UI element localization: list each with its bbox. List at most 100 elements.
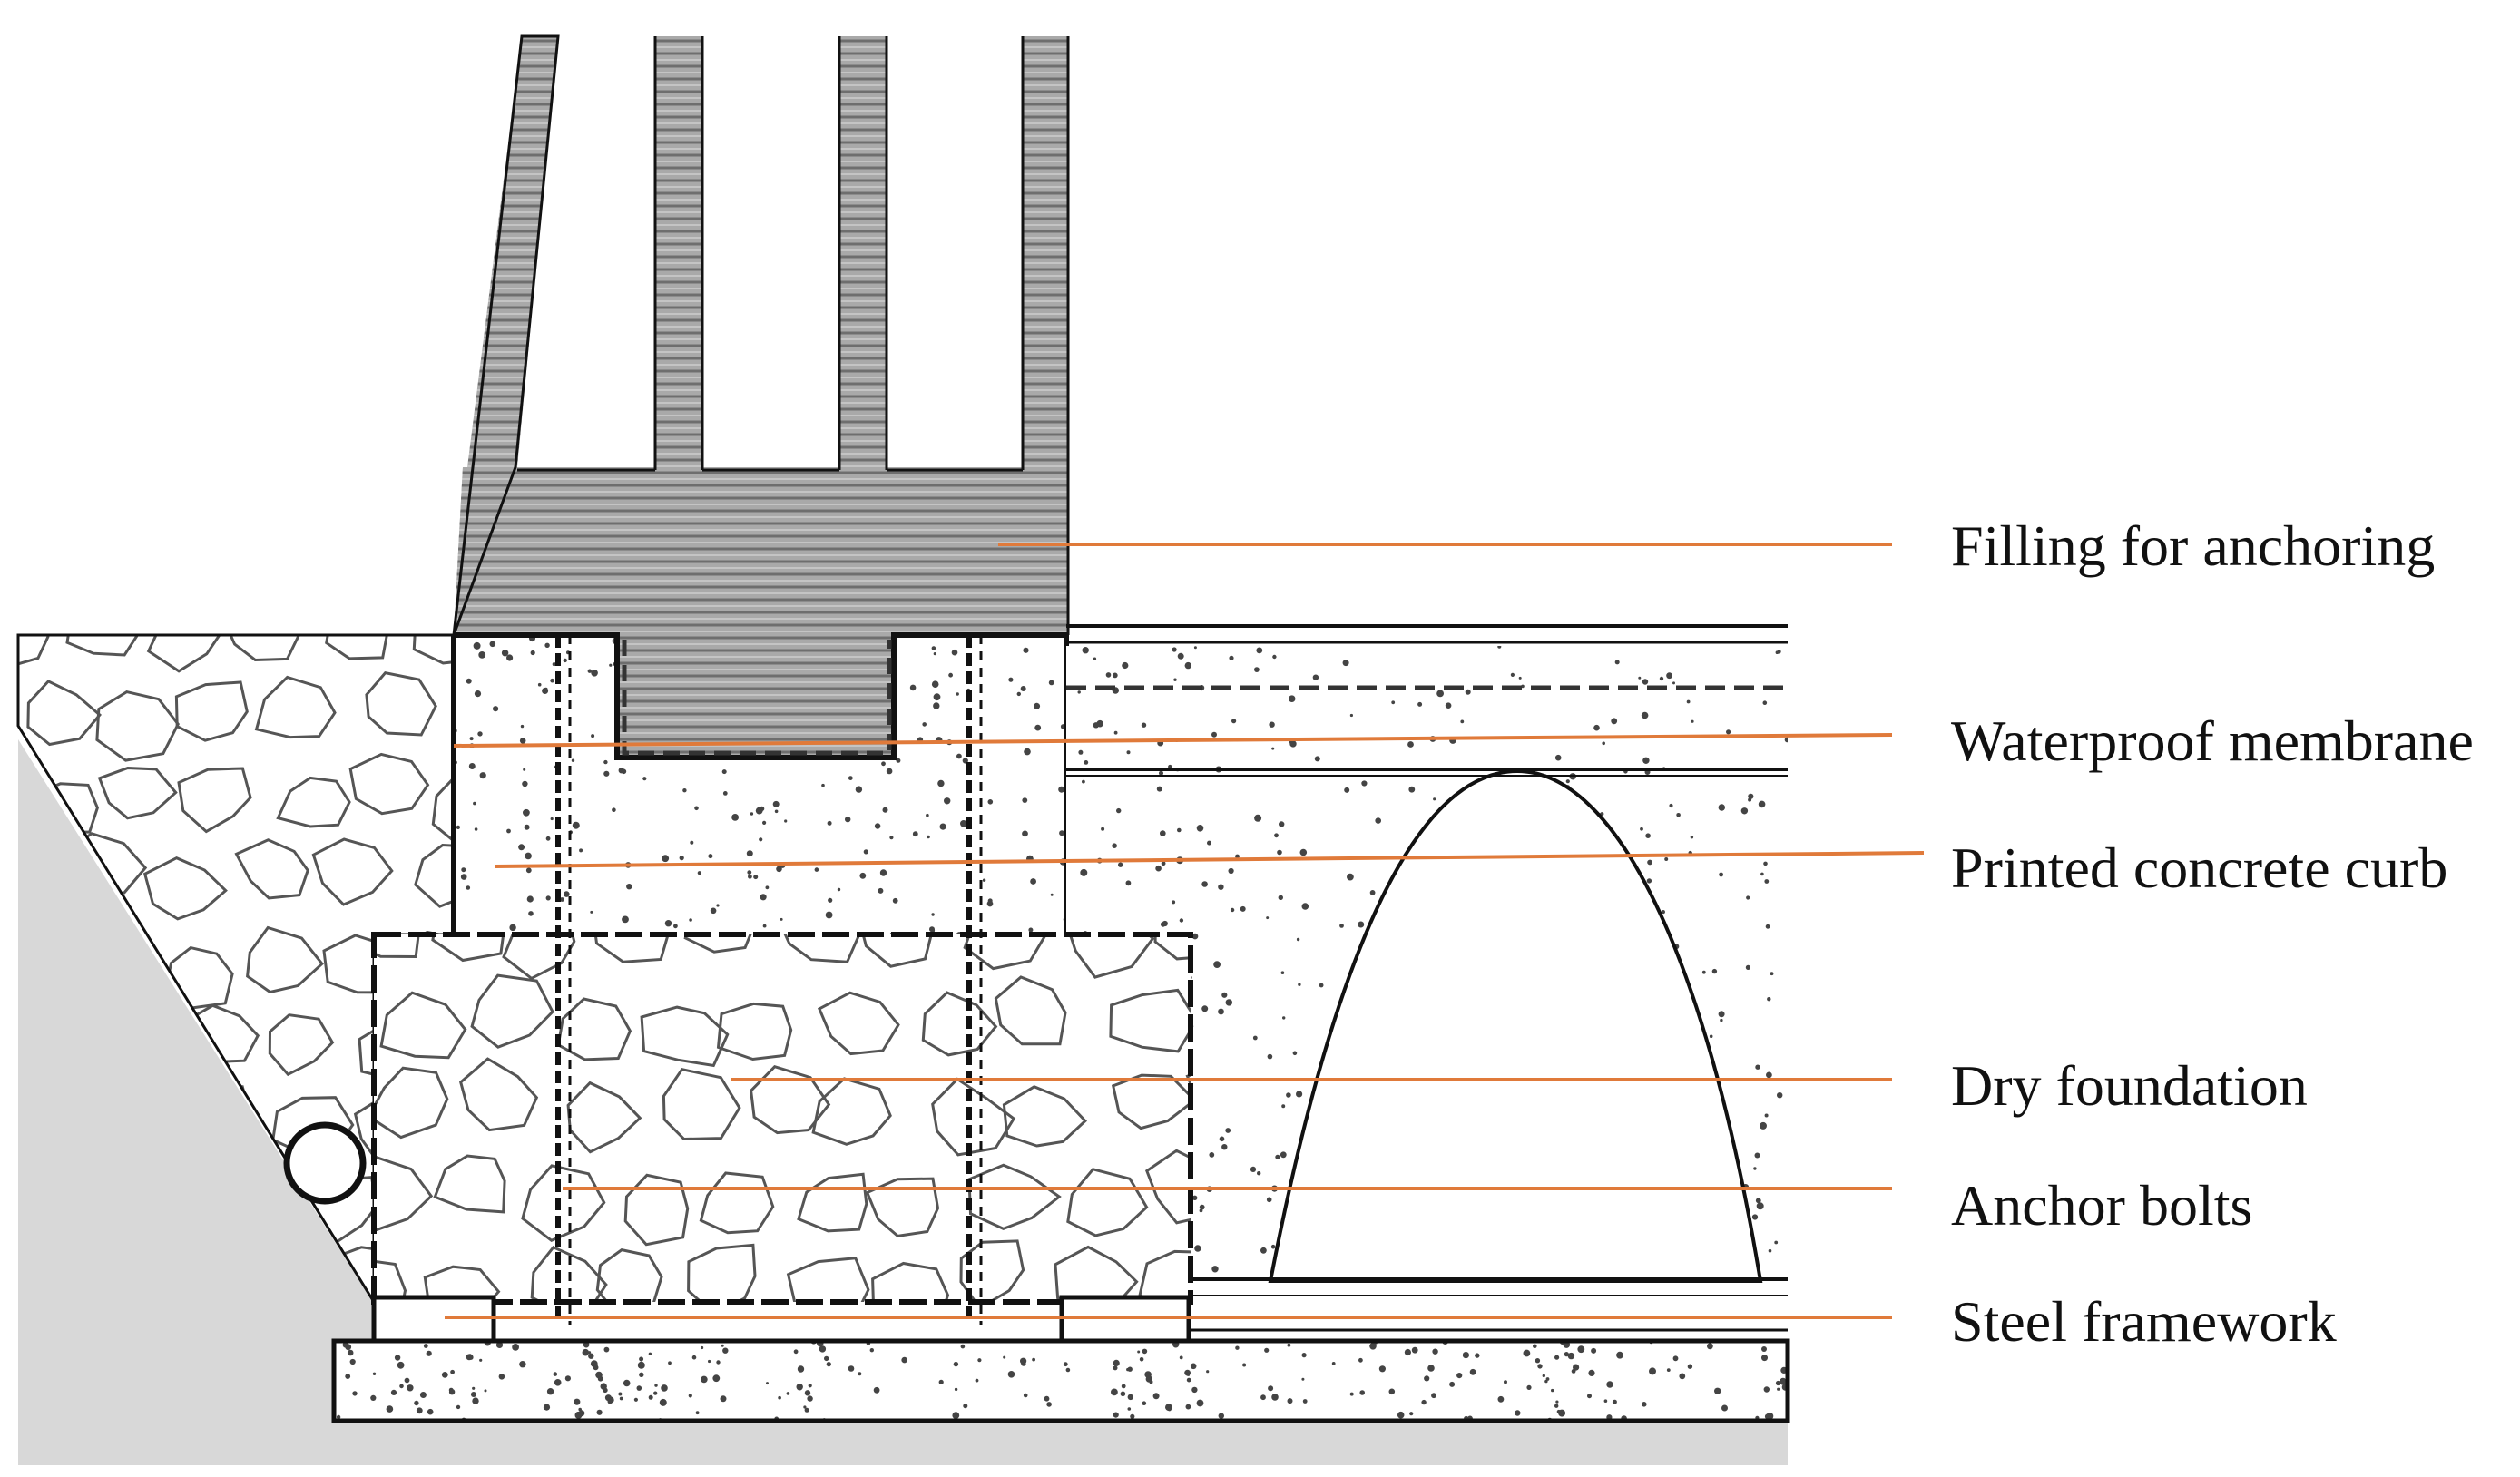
concrete-speckle — [623, 1379, 631, 1387]
concrete-speckle — [855, 786, 863, 793]
concrete-speckle — [1758, 800, 1766, 808]
concrete-speckle — [1152, 1393, 1160, 1400]
concrete-speckle — [951, 649, 958, 656]
concrete-speckle — [1753, 1167, 1757, 1170]
concrete-speckle — [404, 1377, 410, 1384]
concrete-speckle — [1034, 702, 1041, 709]
concrete-speckle — [878, 887, 884, 894]
concrete-speckle — [386, 1405, 394, 1413]
stone — [374, 934, 420, 959]
concrete-speckle — [618, 1392, 623, 1396]
concrete-speckle — [347, 1349, 354, 1356]
concrete-speckle — [1436, 690, 1444, 698]
concrete-speckle — [1347, 873, 1354, 881]
concrete-speckle — [1659, 676, 1664, 681]
concrete-speckle — [720, 1395, 727, 1403]
concrete-speckle — [1225, 999, 1233, 1006]
concrete-speckle — [948, 672, 953, 678]
concrete-speckle — [470, 1392, 476, 1397]
concrete-speckle — [1431, 1393, 1436, 1399]
concrete-speckle — [1359, 1390, 1365, 1395]
concrete-speckle — [1201, 1005, 1209, 1012]
stone — [431, 770, 454, 847]
concrete-speckle — [574, 1398, 581, 1405]
concrete-speckle — [975, 1378, 979, 1383]
concrete-speckle — [1640, 827, 1643, 831]
concrete-speckle — [759, 806, 765, 812]
concrete-speckle — [986, 900, 994, 907]
concrete-speckle — [1059, 830, 1065, 836]
concrete-speckle — [1078, 749, 1084, 755]
concrete-speckle — [597, 1375, 603, 1382]
concrete-speckle — [1521, 684, 1525, 689]
concrete-speckle — [912, 831, 918, 837]
concrete-speckle — [824, 1355, 829, 1362]
concrete-speckle — [550, 817, 554, 821]
concrete-speckle — [931, 680, 939, 688]
concrete-speckle — [858, 1372, 862, 1376]
concrete-speckle — [1768, 1248, 1772, 1253]
concrete-speckle — [572, 821, 580, 829]
concrete-speckle — [1186, 1377, 1191, 1383]
concrete-speckle — [1266, 1197, 1272, 1203]
concrete-speckle — [963, 1404, 968, 1409]
concrete-speckle — [1417, 701, 1423, 707]
concrete-speckle — [1218, 1008, 1224, 1015]
stone — [817, 991, 900, 1056]
concrete-speckle — [982, 878, 986, 882]
concrete-speckle — [1755, 1198, 1761, 1204]
concrete-speckle — [1196, 825, 1204, 832]
concrete-speckle — [441, 1372, 448, 1378]
concrete-speckle — [1221, 1144, 1228, 1150]
concrete-speckle — [1058, 786, 1065, 793]
concrete-speckle — [1254, 667, 1260, 672]
stone — [811, 1077, 892, 1146]
concrete-speckle — [1280, 971, 1285, 974]
concrete-speckle — [712, 1374, 721, 1383]
concrete-speckle — [1279, 821, 1285, 827]
concrete-speckle — [845, 816, 851, 823]
concrete-speckle — [448, 1389, 456, 1395]
concrete-speckle — [506, 654, 514, 661]
concrete-speckle — [498, 1374, 505, 1380]
concrete-speckle — [1638, 676, 1642, 680]
concrete-speckle — [489, 641, 496, 648]
concrete-speckle — [607, 1399, 613, 1404]
concrete-speckle — [1125, 880, 1132, 886]
concrete-speckle — [1252, 1035, 1258, 1041]
concrete-speckle — [474, 827, 478, 831]
concrete-speckle — [473, 641, 481, 650]
concrete-speckle — [1646, 878, 1652, 884]
concrete-speckle — [1194, 1245, 1201, 1252]
concrete-speckle — [1344, 787, 1350, 793]
concrete-speckle — [682, 788, 687, 793]
stone — [379, 991, 467, 1060]
concrete-speckle — [518, 844, 525, 851]
concrete-speckle — [933, 652, 936, 656]
drain-pipe — [283, 1121, 367, 1205]
concrete-speckle — [874, 823, 881, 829]
concrete-speckle — [1756, 1202, 1764, 1210]
concrete-speckle — [603, 770, 610, 777]
concrete-speckle — [1497, 1395, 1505, 1403]
stone — [268, 1013, 335, 1077]
concrete-speckle — [1271, 747, 1275, 750]
concrete-speckle — [639, 1356, 644, 1362]
stone — [963, 934, 1048, 971]
concrete-speckle — [474, 690, 482, 698]
concrete-speckle — [1296, 1091, 1303, 1098]
concrete-speckle — [1272, 654, 1277, 660]
concrete-speckle — [349, 1358, 356, 1365]
concrete-speckle — [1063, 1362, 1068, 1367]
concrete-speckle — [803, 1405, 807, 1409]
concrete-speckle — [1156, 786, 1162, 792]
concrete-speckle — [468, 763, 476, 769]
concrete-speckle — [461, 867, 466, 873]
concrete-speckle — [1777, 1387, 1780, 1391]
concrete-speckle — [721, 1344, 724, 1347]
concrete-speckle — [520, 724, 525, 729]
leader-waterproof-membrane — [453, 733, 1893, 748]
concrete-speckle — [1751, 1214, 1759, 1220]
stone — [142, 856, 228, 921]
concrete-speckle — [1112, 672, 1118, 679]
